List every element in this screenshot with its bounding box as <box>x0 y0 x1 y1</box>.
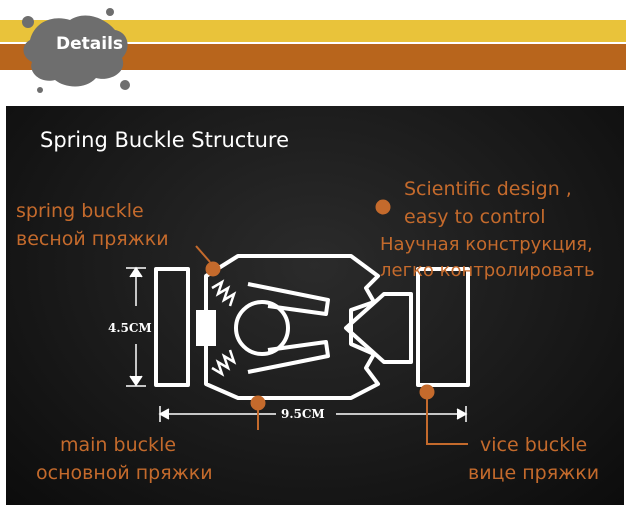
scientific-label-ru-1: Научная конструкция, <box>380 234 593 255</box>
vice-label-ru: вице пряжки <box>468 462 600 484</box>
left-clip-plate <box>196 310 216 346</box>
height-arrow-bottom <box>129 375 143 387</box>
vice-leader-line <box>426 399 468 445</box>
chalkboard-panel: Spring Buckle Structure <box>6 106 624 505</box>
buckle-arm-top <box>247 282 330 316</box>
spring-top <box>211 279 237 307</box>
vice-label-en: vice buckle <box>480 434 588 456</box>
left-end-bar <box>154 267 190 387</box>
spring-marker-dot <box>205 261 221 277</box>
spring-leader-line <box>195 245 211 263</box>
width-arrow-right <box>456 408 468 420</box>
vice-marker-dot <box>419 384 435 400</box>
board-title: Spring Buckle Structure <box>40 128 289 152</box>
height-dim-label: 4.5CM <box>108 321 152 335</box>
main-marker-dot <box>250 395 266 411</box>
scientific-label-ru-2: легко контролировать <box>380 260 595 281</box>
details-paint-splat-icon <box>22 8 130 93</box>
vice-buckle-strap <box>344 292 413 364</box>
main-label-ru: основной пряжки <box>36 462 213 484</box>
main-buckle-body <box>204 254 380 400</box>
width-arrow-left <box>158 408 170 420</box>
scientific-marker-dot <box>375 199 391 215</box>
spring-bottom <box>211 349 237 377</box>
scientific-label-en-2: easy to control <box>404 206 546 228</box>
buckle-diagram: 4.5CM 9.5CM <box>108 199 470 445</box>
buckle-arm-bottom <box>247 340 330 374</box>
header-banner-yellow <box>0 20 626 42</box>
spring-label-ru: весной пряжки <box>16 228 169 250</box>
width-dim-label: 9.5CM <box>281 407 325 421</box>
details-label: Details <box>56 34 124 54</box>
height-arrow-top <box>129 266 143 278</box>
main-label-en: main buckle <box>60 434 177 456</box>
buckle-center-ring <box>234 300 290 356</box>
scientific-label-en-1: Scientific design , <box>404 178 572 200</box>
spring-label-en: spring buckle <box>16 200 144 222</box>
right-end-bar <box>416 267 470 387</box>
